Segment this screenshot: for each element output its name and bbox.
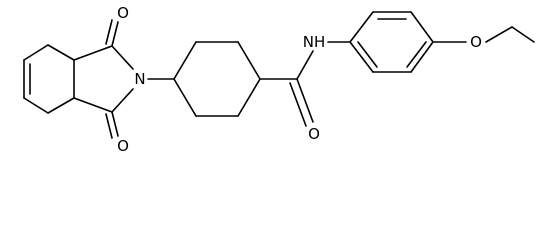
bond bbox=[111, 45, 134, 70]
bond bbox=[111, 88, 134, 113]
bond bbox=[410, 11, 434, 43]
amide-nh-label: NH bbox=[303, 33, 326, 51]
bond bbox=[296, 78, 314, 123]
bond bbox=[289, 82, 307, 127]
ether-oxygen-label: O bbox=[470, 33, 482, 51]
imide-carbonyl-top bbox=[105, 19, 119, 47]
bond bbox=[23, 44, 49, 61]
molecule-structure-diagram: O O N NH O O bbox=[23, 4, 535, 155]
bond bbox=[349, 11, 374, 43]
cyclohexane-ring bbox=[173, 41, 261, 117]
cyclohexene-ring bbox=[23, 44, 75, 114]
imide-carbonyl-bottom bbox=[105, 111, 119, 139]
bond bbox=[47, 97, 75, 114]
bond bbox=[237, 78, 261, 117]
aromatic-double-bond bbox=[406, 41, 427, 68]
benzene-ring bbox=[349, 11, 434, 73]
bond bbox=[173, 78, 197, 117]
bond bbox=[173, 41, 197, 80]
bond bbox=[237, 41, 261, 80]
bond bbox=[410, 41, 434, 73]
bond bbox=[511, 26, 535, 43]
bond bbox=[105, 113, 113, 139]
imide-oxygen-bottom-label: O bbox=[117, 137, 129, 155]
imide-oxygen-top-label: O bbox=[117, 4, 129, 22]
aromatic-double-bond bbox=[357, 41, 378, 68]
imide-ring bbox=[73, 45, 134, 113]
ethoxy-group bbox=[432, 26, 535, 43]
bond bbox=[111, 21, 119, 47]
bond bbox=[47, 44, 75, 61]
bond bbox=[485, 26, 513, 43]
bond bbox=[296, 50, 314, 80]
bond bbox=[73, 97, 113, 113]
bond bbox=[111, 111, 119, 137]
imide-nitrogen-label: N bbox=[134, 70, 145, 88]
amide-group bbox=[259, 41, 351, 127]
bond bbox=[23, 97, 49, 114]
bond bbox=[73, 45, 113, 61]
bond bbox=[105, 19, 113, 45]
bond bbox=[349, 41, 374, 73]
amide-oxygen-label: O bbox=[308, 125, 320, 143]
